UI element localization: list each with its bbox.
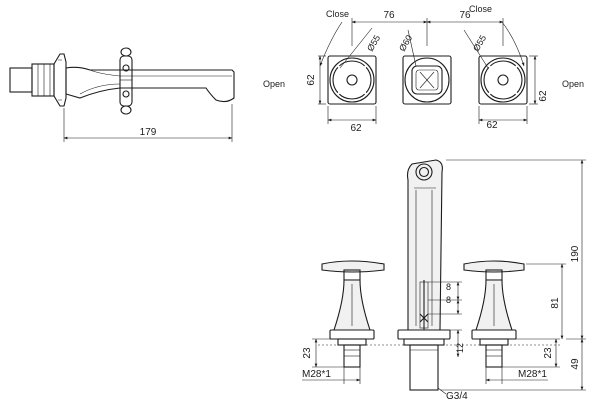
- offset-mid-dimension: 8: [446, 295, 451, 305]
- plate-height-left: 62: [306, 74, 317, 86]
- handle-side: [119, 55, 133, 107]
- plate-height-right: 62: [538, 90, 549, 102]
- open-label-left: Open: [263, 79, 285, 89]
- spout-aerator: [415, 163, 433, 181]
- right-handle-front: [463, 260, 525, 368]
- right-thread: M28*1: [518, 369, 547, 380]
- plate-width-left: 62: [350, 123, 362, 134]
- offset-top-dimension: 8: [446, 282, 451, 292]
- open-label-right: Open: [562, 79, 584, 89]
- left-handle-rosette: [329, 57, 375, 103]
- handle-height-dimension: 81: [550, 297, 561, 309]
- offset-bottom-dimension: 12: [455, 343, 465, 353]
- total-height-dimension: 190: [570, 245, 581, 262]
- spout-shank: [409, 344, 439, 391]
- left-handle-diameter: Ø55: [365, 33, 382, 53]
- top-view: Close Close Open Open 76 76: [263, 4, 584, 134]
- below-deck-dimension: 49: [570, 358, 581, 370]
- left-handle-front: [321, 260, 385, 368]
- side-view: 179: [9, 47, 235, 142]
- close-label-right: Close: [469, 4, 492, 14]
- right-handle-plate: [478, 55, 528, 105]
- left-thread: M28*1: [302, 369, 331, 380]
- close-label-left: Close: [326, 9, 349, 19]
- front-view: 8 8 12 23 M28*1: [302, 159, 586, 400]
- spout-base: [397, 329, 451, 340]
- right-shank-dimension: 23: [543, 347, 554, 359]
- lift-rod-marker: [419, 313, 429, 323]
- left-shank-dimension: 23: [302, 347, 313, 359]
- left-handle-plate: [327, 55, 377, 105]
- spout-outlet: [411, 65, 443, 95]
- spout-diameter: Ø60: [397, 33, 414, 53]
- right-handle-diameter: Ø55: [471, 33, 488, 53]
- spout-front: [406, 159, 443, 331]
- right-cross-handle: [488, 65, 518, 95]
- plate-width-right: 62: [486, 120, 498, 131]
- spacing-left-dimension: 76: [383, 10, 395, 21]
- spout-rosette: [404, 57, 450, 103]
- wall-connector: [9, 67, 33, 93]
- spout-thread: G3/4: [446, 391, 468, 400]
- spout-side: [65, 66, 235, 103]
- rosette: [53, 53, 67, 107]
- length-dimension: 179: [140, 127, 157, 138]
- spacing-right-dimension: 76: [459, 10, 471, 21]
- right-handle-rosette: [480, 57, 526, 103]
- left-cross-handle: [337, 65, 367, 95]
- spout-plate: [402, 55, 452, 105]
